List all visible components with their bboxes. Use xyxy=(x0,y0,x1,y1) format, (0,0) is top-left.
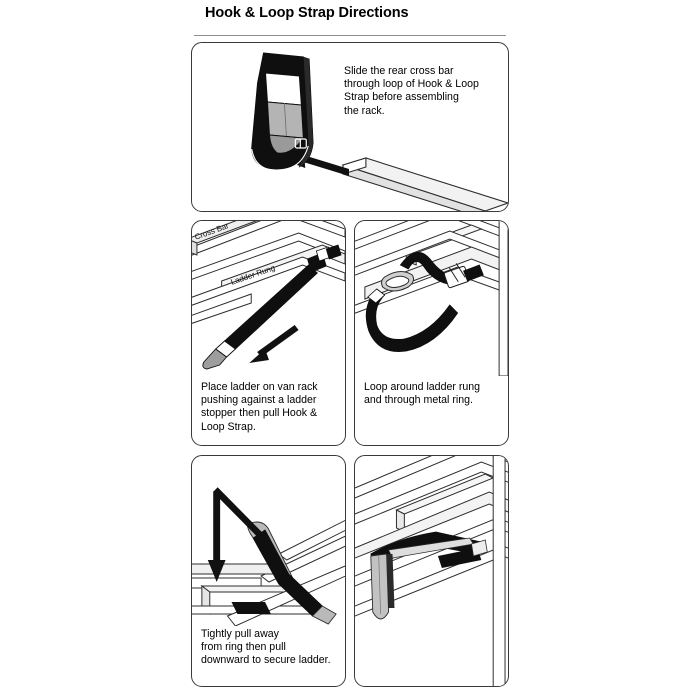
caption-step-4: Tightly pull away from ring then pull do… xyxy=(201,628,331,667)
instruction-panel-step-5 xyxy=(354,455,509,687)
instruction-panel-step-3: Loop around ladder rung and through meta… xyxy=(354,220,509,446)
caption-step-3: Loop around ladder rung and through meta… xyxy=(364,381,481,407)
instruction-sheet: Hook & Loop Strap Directions xyxy=(189,0,511,700)
illustration-strap-and-cross-bar xyxy=(192,43,508,211)
illustration-ladder-on-rack: Cross Bar Ladder Rung xyxy=(192,221,345,376)
instruction-panel-step-1: Slide the rear cross bar through loop of… xyxy=(191,42,509,212)
caption-step-2: Place ladder on van rack pushing against… xyxy=(201,381,318,433)
instruction-panel-step-4: Tightly pull away from ring then pull do… xyxy=(191,455,346,687)
instruction-panel-step-2: Cross Bar Ladder Rung Place ladder on va… xyxy=(191,220,346,446)
caption-step-1: Slide the rear cross bar through loop of… xyxy=(344,65,479,117)
illustration-pull-away-and-down xyxy=(192,456,345,626)
illustration-secured-strap-final xyxy=(355,456,508,686)
page-title: Hook & Loop Strap Directions xyxy=(205,5,409,21)
illustration-strap-through-metal-ring xyxy=(355,221,508,376)
title-divider xyxy=(194,35,506,36)
